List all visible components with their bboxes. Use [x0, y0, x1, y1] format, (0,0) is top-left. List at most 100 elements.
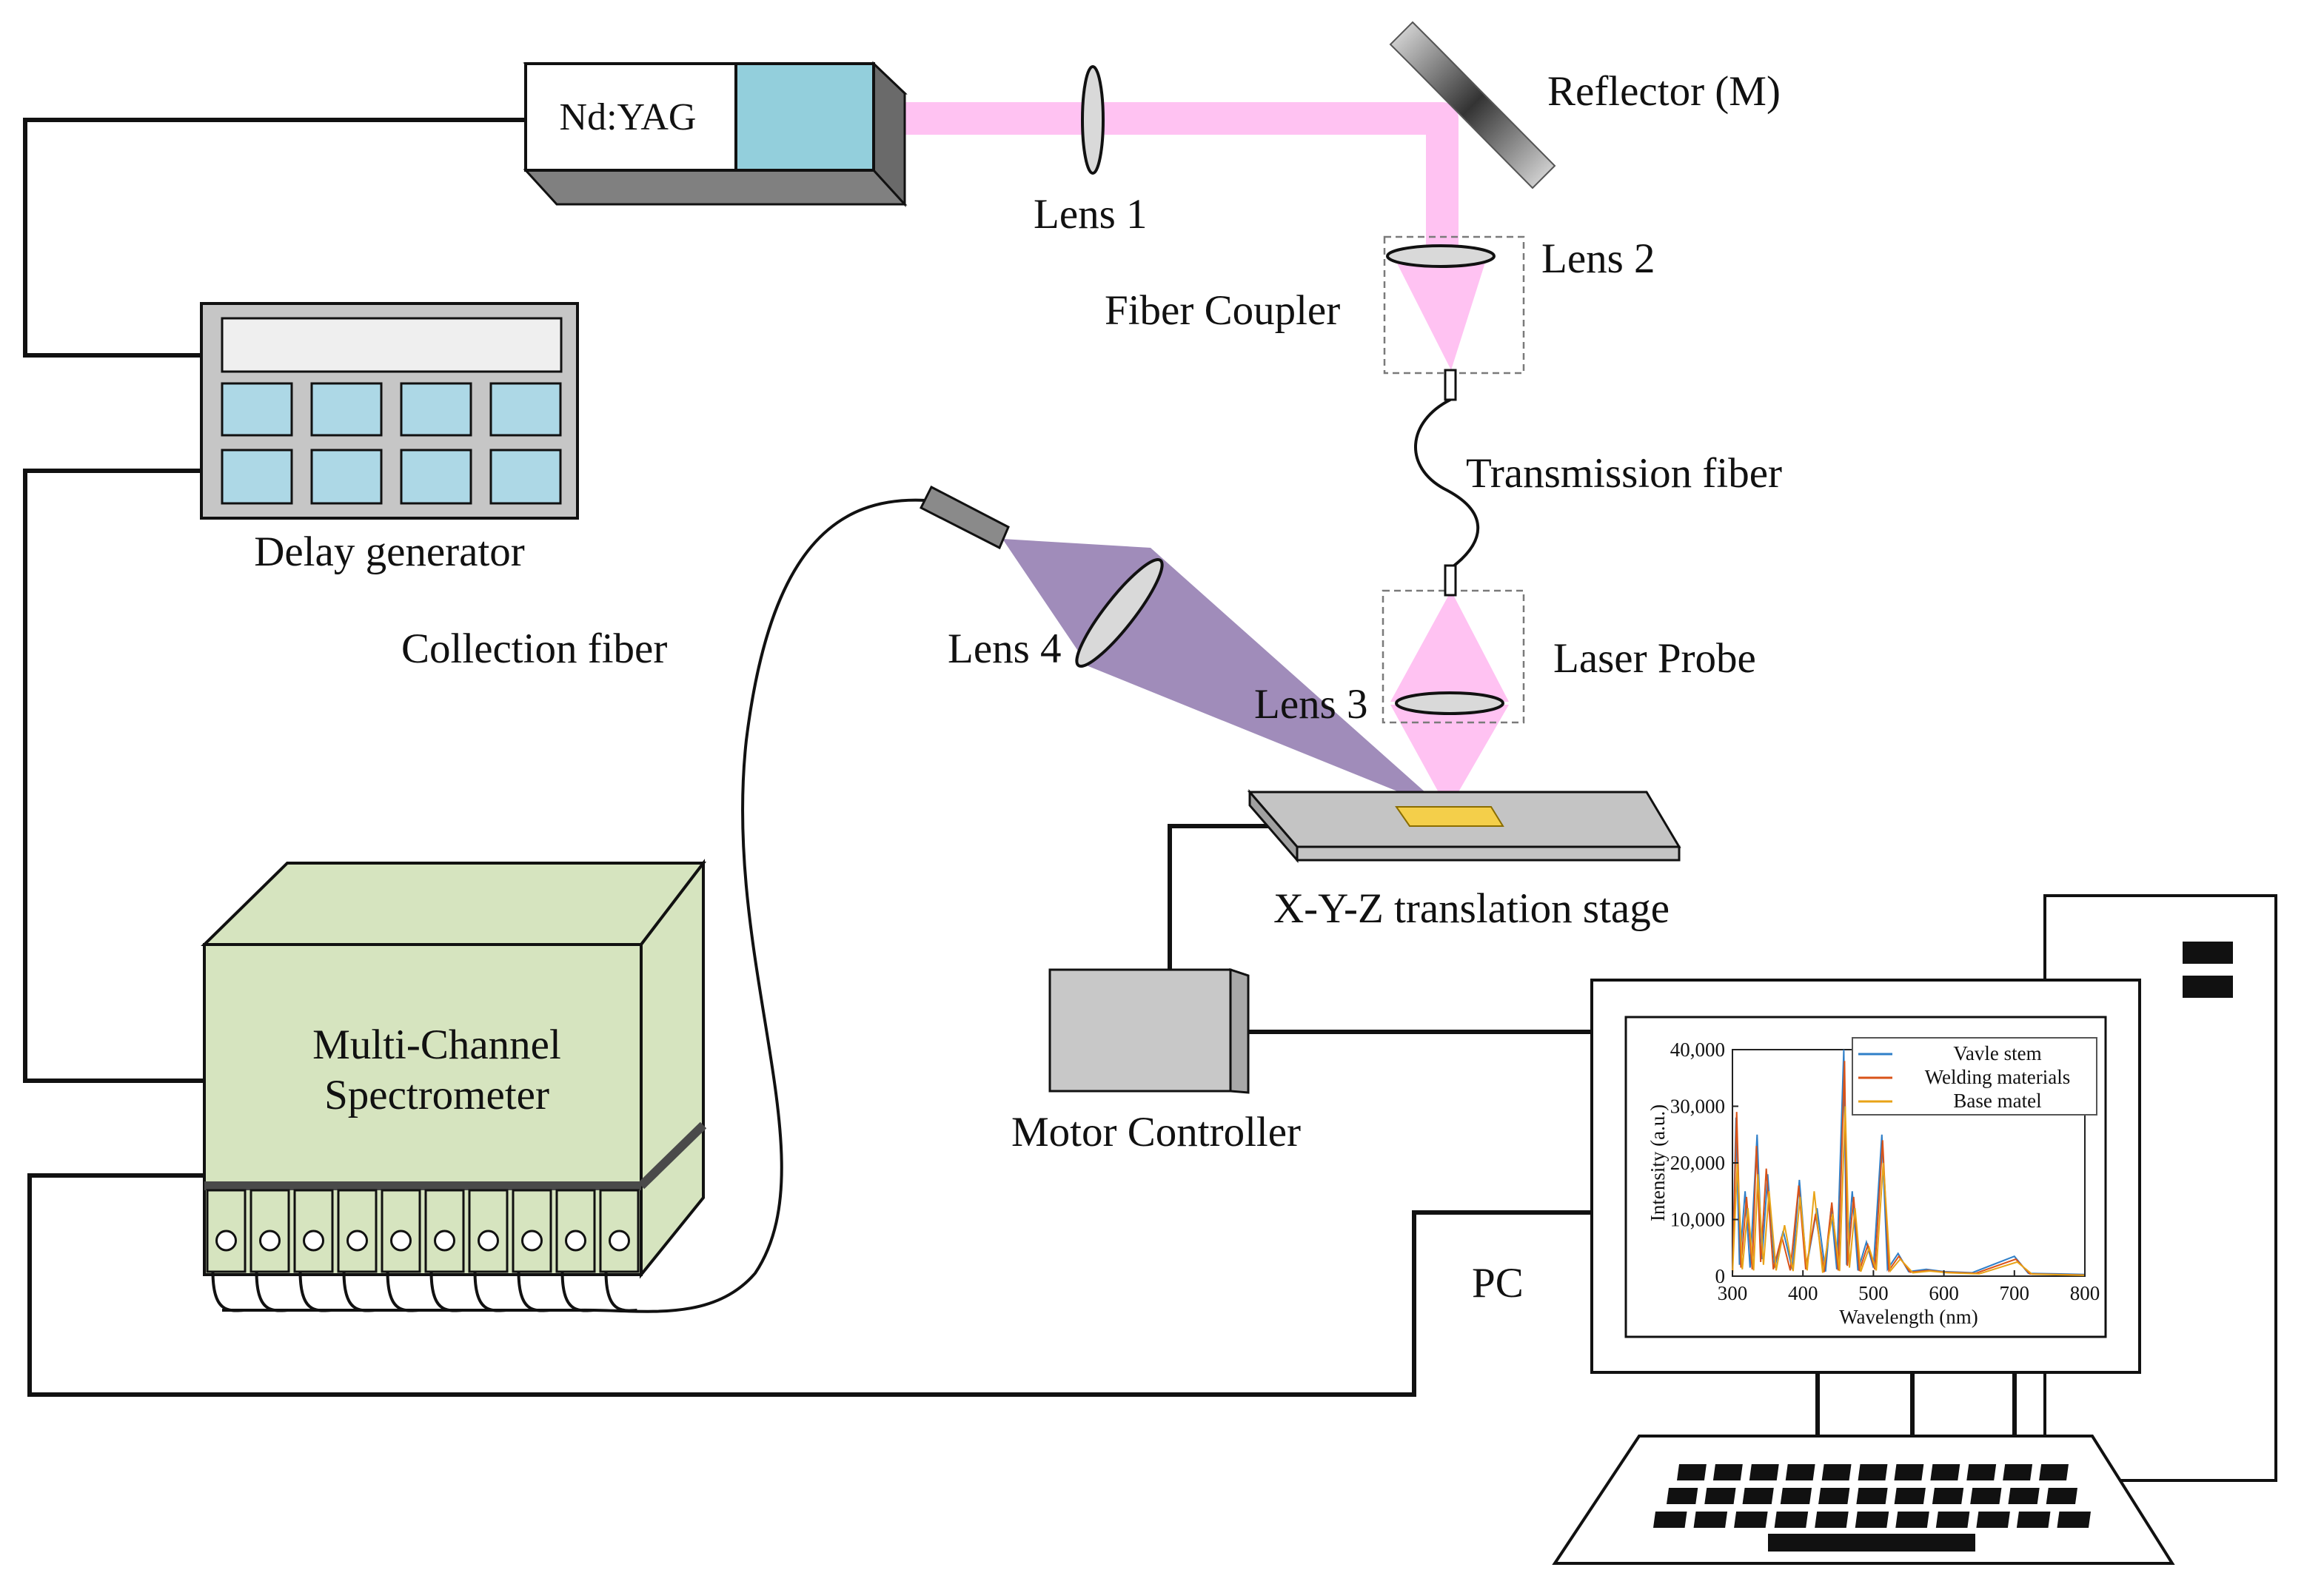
lens1-label: Lens 1 [1034, 191, 1148, 238]
keyboard-key [1818, 1488, 1850, 1504]
keyboard-key [1667, 1488, 1698, 1504]
laser-label: Nd:YAG [560, 96, 697, 138]
fiber-connector-top [1444, 369, 1457, 401]
coupler-focus-beam [1392, 253, 1488, 370]
stage-front [1296, 845, 1681, 862]
keyboard-key [2008, 1488, 2040, 1504]
keyboard-key [1780, 1488, 1812, 1504]
laser-delay-cable [23, 118, 526, 358]
channel-connector [303, 1230, 324, 1252]
delay-key [310, 449, 383, 505]
keyboard-key [1677, 1464, 1707, 1480]
spectrometer-side-divider [637, 1121, 707, 1190]
lens-icon [1386, 244, 1496, 268]
lens-icon [1081, 65, 1105, 175]
laser-bottom-face [523, 169, 908, 206]
chart-legend-label: Base matel [1953, 1090, 2041, 1112]
channel-connector [478, 1230, 499, 1252]
channel-connector [259, 1230, 281, 1252]
keyboard-key [1734, 1512, 1768, 1528]
motor-controller [1048, 967, 1250, 1094]
keyboard-key [1856, 1488, 1888, 1504]
chart-xtick-label: 500 [1858, 1282, 1889, 1304]
channel-port [468, 1189, 509, 1273]
chart-series-line [1732, 1106, 2086, 1276]
reflector [1389, 21, 1556, 189]
channel-connector [346, 1230, 368, 1252]
cables [23, 118, 1592, 1397]
channel-connector [565, 1230, 586, 1252]
channel-connector [390, 1230, 412, 1252]
stage-side [1248, 788, 1299, 864]
channel-connector [215, 1230, 237, 1252]
chart-xtick-label: 300 [1718, 1282, 1748, 1304]
motor-side [1229, 967, 1250, 1094]
keyboard-spacebar [1768, 1534, 1975, 1552]
keyboard-key [1894, 1488, 1926, 1504]
keyboard-key [1970, 1488, 2002, 1504]
keyboard-key [1693, 1512, 1728, 1528]
laser-source: Nd:YAG [523, 61, 908, 207]
lens2-label: Lens 2 [1541, 235, 1655, 282]
spectrometer-pc-cable [27, 1173, 1592, 1397]
keyboard-icon [1552, 1435, 2175, 1565]
probe-beam-upper [1390, 591, 1509, 702]
lens4-label: Lens 4 [948, 625, 1062, 672]
chart-xtick-label: 800 [2070, 1282, 2100, 1304]
monitor-stand-left [1815, 1372, 1820, 1435]
chart-legend-box [1852, 1037, 2097, 1116]
keyboard-key [2016, 1512, 2051, 1528]
keyboard-key [1894, 1464, 1924, 1480]
chart-ytick-label: 40,000 [1670, 1039, 1725, 1061]
laser-head [734, 62, 875, 172]
stage-motor-cable [1168, 824, 1297, 976]
motor-controller-label: Motor Controller [1011, 1109, 1301, 1155]
delay-key [221, 449, 293, 505]
keyboard-key [1858, 1464, 1888, 1480]
keyboard-key [1704, 1488, 1736, 1504]
transmission-fiber-label: Transmission fiber [1466, 450, 1782, 497]
keyboard-key [1712, 1464, 1743, 1480]
pc-label: PC [1472, 1260, 1524, 1306]
stage-label: X-Y-Z translation stage [1273, 885, 1670, 932]
delay-key [489, 382, 562, 437]
transmission-fiber-cable [1414, 398, 1480, 570]
lens3-label: Lens 3 [1254, 681, 1368, 728]
spectrometer-top [201, 862, 707, 946]
channel-fiber [473, 1271, 506, 1312]
collection-fiber-label: Collection fiber [401, 625, 667, 672]
keyboard-key [1966, 1464, 1997, 1480]
chart-legend-label: Vavle stem [1953, 1042, 2041, 1064]
keyboard-key [2046, 1488, 2077, 1504]
delay-key [489, 449, 562, 505]
chart-legend-label: Welding materials [1925, 1066, 2071, 1088]
collection-probe-body [919, 485, 1010, 550]
collection-fiber-cable [222, 498, 926, 1313]
sample [1395, 806, 1504, 827]
keyboard-key [1976, 1512, 2010, 1528]
chart-xtick-label: 600 [1929, 1282, 1959, 1304]
keyboard-key [1855, 1512, 1889, 1528]
keyboard-key [1815, 1512, 1849, 1528]
monitor-stand-right [2012, 1372, 2017, 1435]
reflector-label: Reflector (M) [1547, 68, 1781, 115]
keyboard-key [1821, 1464, 1852, 1480]
delay-spectrometer-cable [23, 469, 204, 1083]
laser-beam [891, 102, 1509, 810]
keyboard-key [1653, 1512, 1687, 1528]
pc-drive-slot [2183, 942, 2233, 964]
chart-xtick-label: 700 [2000, 1282, 2030, 1304]
monitor-stand-mid [1910, 1372, 1915, 1435]
chart-xtick-label: 400 [1788, 1282, 1818, 1304]
channel-fiber [517, 1271, 550, 1312]
chart-ytick-label: 20,000 [1670, 1152, 1725, 1174]
chart-ytick-label: 30,000 [1670, 1096, 1725, 1118]
delay-key [310, 382, 383, 437]
channel-fiber [560, 1271, 594, 1312]
keyboard-key [2039, 1464, 2069, 1480]
